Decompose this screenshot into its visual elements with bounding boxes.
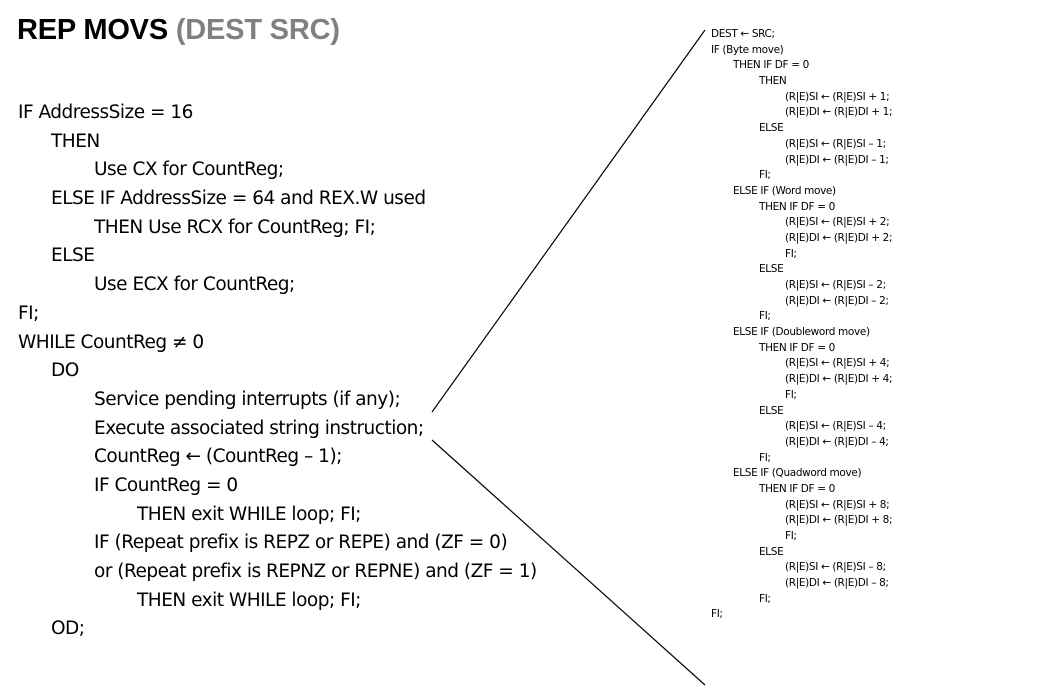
code-line: FI;	[759, 169, 771, 182]
code-line: (R|E)DI ← (R|E)DI – 1;	[785, 153, 889, 166]
code-line: (R|E)SI ← (R|E)SI – 1;	[785, 137, 886, 150]
code-line: DEST ← SRC;	[711, 28, 775, 40]
code-line: ELSE	[759, 404, 784, 417]
code-line: FI;	[759, 310, 771, 323]
page-title: REP MOVS (DEST SRC)	[17, 14, 340, 47]
code-line: THEN IF DF = 0	[733, 59, 809, 72]
movs-operation-pseudocode: DEST ← SRC; IF (Byte move) THEN IF DF = 0 T…	[711, 27, 893, 623]
code-line: (R|E)SI ← (R|E)SI – 2;	[785, 279, 886, 291]
code-line: CountReg ← (CountReg – 1);	[94, 446, 342, 468]
code-line: THEN	[759, 75, 787, 88]
code-line: ELSE IF (Doubleword move)	[733, 326, 870, 339]
code-line: DO	[51, 360, 79, 382]
code-line: (R|E)DI ← (R|E)DI + 2;	[785, 231, 893, 244]
code-line: ELSE	[759, 122, 784, 135]
code-line: ELSE	[51, 245, 95, 267]
code-line: Service pending interrupts (if any);	[94, 388, 401, 410]
rep-prefix-pseudocode: IF AddressSize = 16 THEN Use CX for CountR…	[18, 99, 537, 644]
code-line: FI;	[785, 530, 797, 542]
code-line: (R|E)DI ← (R|E)DI – 2;	[785, 294, 889, 307]
code-line: (R|E)DI ← (R|E)DI + 1;	[785, 106, 893, 119]
code-line: WHILE CountReg ≠ 0	[18, 331, 204, 353]
code-line: (R|E)DI ← (R|E)DI – 8;	[785, 577, 889, 590]
instruction-operands: (DEST SRC)	[175, 14, 340, 46]
code-line: FI;	[759, 592, 771, 605]
code-line: THEN exit WHILE loop; FI;	[137, 503, 361, 525]
code-line: IF AddressSize = 16	[18, 102, 193, 123]
code-line: ELSE	[759, 545, 784, 558]
code-line: ELSE IF AddressSize = 64 and REX.W used	[51, 188, 426, 210]
code-line: (R|E)SI ← (R|E)SI – 4;	[785, 420, 886, 433]
code-line: THEN IF DF = 0	[759, 482, 835, 495]
code-line: Execute associated string instruction;	[94, 417, 424, 439]
code-line: FI;	[711, 608, 723, 621]
code-line: (R|E)SI ← (R|E)SI + 8;	[785, 498, 890, 511]
code-line: or (Repeat prefix is REPNZ or REPNE) and…	[94, 561, 537, 582]
code-line: ELSE IF (Word move)	[733, 184, 836, 197]
code-line: THEN exit WHILE loop; FI;	[137, 589, 361, 611]
code-line: THEN	[51, 130, 100, 152]
code-line: IF CountReg = 0	[94, 474, 238, 496]
code-line: FI;	[785, 388, 797, 401]
code-line: THEN Use RCX for CountReg; FI;	[94, 216, 376, 238]
code-line: Use ECX for CountReg;	[94, 274, 295, 296]
code-line: IF (Repeat prefix is REPZ or REPE) and (…	[94, 532, 508, 554]
code-line: (R|E)SI ← (R|E)SI + 2;	[785, 216, 890, 229]
code-line: FI;	[759, 451, 771, 464]
code-line: (R|E)SI ← (R|E)SI + 1;	[785, 90, 890, 103]
code-line: (R|E)DI ← (R|E)DI – 4;	[785, 435, 889, 448]
code-line: FI;	[785, 247, 797, 260]
code-line: (R|E)SI ← (R|E)SI + 4;	[785, 357, 890, 370]
code-line: (R|E)DI ← (R|E)DI + 8;	[785, 514, 893, 527]
code-line: ELSE IF (Quadword move)	[733, 467, 862, 480]
code-line: Use CX for CountReg;	[94, 159, 284, 181]
code-line: THEN IF DF = 0	[759, 341, 835, 354]
instruction-name: REP MOVS	[17, 14, 168, 46]
code-line: (R|E)DI ← (R|E)DI + 4;	[785, 373, 893, 386]
code-line: (R|E)SI ← (R|E)SI – 8;	[785, 561, 886, 574]
code-line: ELSE	[759, 263, 784, 276]
code-line: IF (Byte move)	[711, 43, 784, 56]
code-line: OD;	[51, 618, 85, 640]
code-line: THEN IF DF = 0	[759, 200, 835, 213]
code-line: FI;	[18, 302, 39, 324]
